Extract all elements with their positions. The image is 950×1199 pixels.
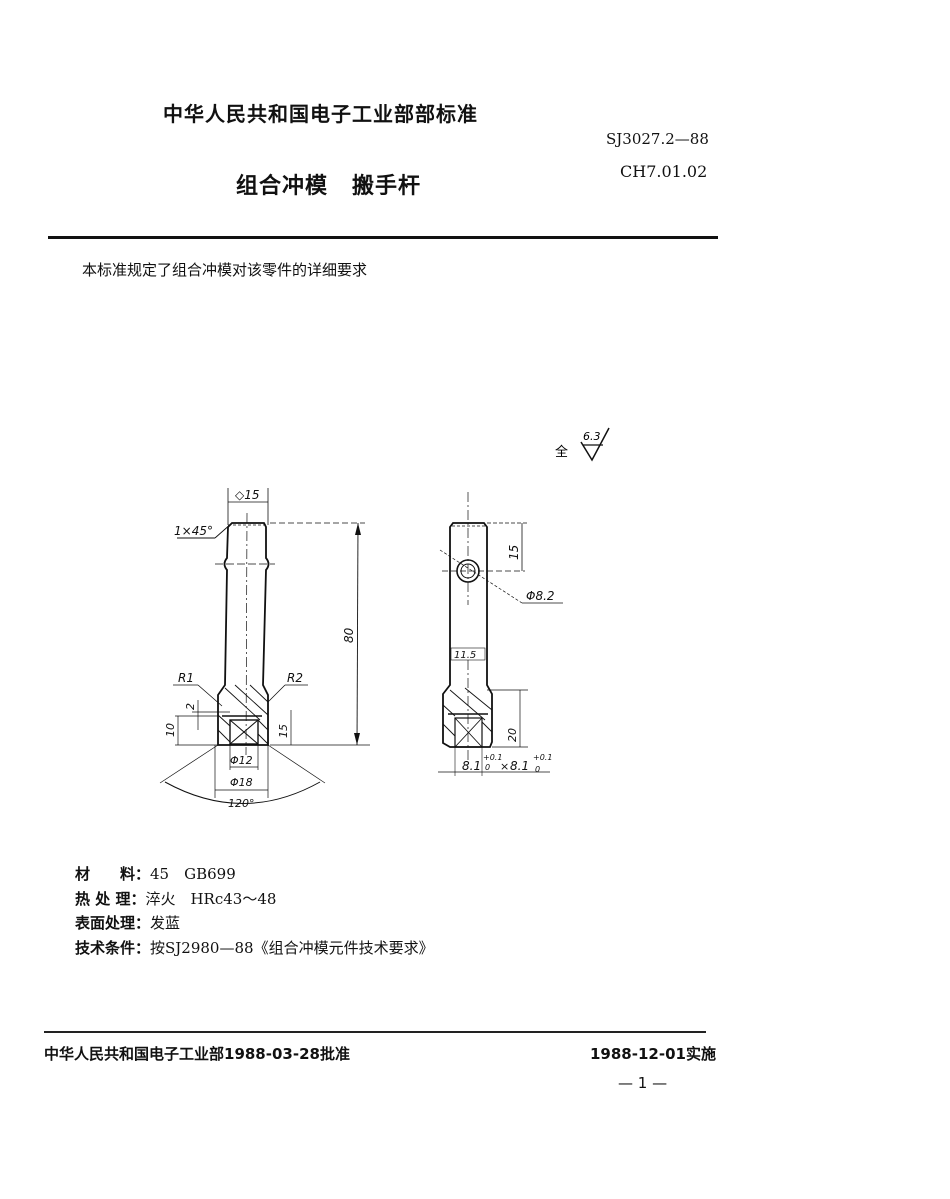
radius-right-label: R2 xyxy=(287,671,303,685)
radius-left-label: R1 xyxy=(178,671,194,685)
page-number: — 1 — xyxy=(618,1074,668,1092)
title-part1: 组合冲模 xyxy=(236,174,329,199)
spec-value: 45 GB699 xyxy=(150,865,236,883)
header-divider xyxy=(48,236,718,239)
spec-label: 热 处 理： xyxy=(75,889,146,908)
tolerance-upper-b: +0.1 xyxy=(533,753,552,762)
side-view: 15 Φ8.2 11.5 20 8.1 +0.1 0 × xyxy=(438,492,563,776)
part-code: CH7.01.02 xyxy=(620,162,708,181)
roughness-prefix: 全 xyxy=(555,444,568,460)
spec-value: 发蓝 xyxy=(150,914,181,932)
dim-2: 2 xyxy=(184,703,197,710)
diam-18: Φ18 xyxy=(230,776,253,789)
standard-number: SJ3027.2—88 xyxy=(606,130,709,148)
square-size-b: 8.1 xyxy=(510,759,529,773)
hole-diameter: Φ8.2 xyxy=(526,589,555,603)
spec-label: 技术条件： xyxy=(75,938,151,957)
footer-divider xyxy=(44,1031,706,1033)
spec-surface-treatment: 表面处理：发蓝 xyxy=(75,911,434,936)
spec-label: 表面处理： xyxy=(75,914,151,932)
spec-material: 材 料：45 GB699 xyxy=(75,862,434,887)
issuing-organization: 中华人民共和国电子工业部部标准 xyxy=(163,102,478,126)
diam-12: Φ12 xyxy=(230,754,253,767)
dim-10: 10 xyxy=(164,723,177,737)
dim-15: 15 xyxy=(277,724,290,738)
spec-value: 淬火 HRc43～48 xyxy=(145,889,277,908)
spec-technical-conditions: 技术条件：按SJ2980—88《组合冲模元件技术要求》 xyxy=(75,936,434,961)
roughness-value: 6.3 xyxy=(583,430,601,443)
surface-roughness-symbol: 全 6.3 xyxy=(555,427,610,462)
technical-drawing: ◇15 1×45° 80 xyxy=(159,488,563,810)
side-dim-15: 15 xyxy=(507,545,521,560)
spec-label: 材 料： xyxy=(75,865,151,883)
spec-value: 按SJ2980—88《组合冲模元件技术要求》 xyxy=(150,938,434,957)
dim-11-5: 11.5 xyxy=(454,650,476,661)
effective-date: 1988-12-01实施 xyxy=(590,1045,716,1063)
tolerance-lower-a: 0 xyxy=(485,763,490,772)
side-dim-20: 20 xyxy=(506,728,519,742)
chamfer-label: 1×45° xyxy=(174,524,213,538)
approval-statement: 中华人民共和国电子工业部1988-03-28批准 xyxy=(44,1045,350,1063)
tolerance-lower-b: 0 xyxy=(535,765,540,774)
svg-text:×: × xyxy=(500,760,509,773)
angle-label: 120° xyxy=(228,797,255,810)
dim-length: 80 xyxy=(342,627,356,643)
document-title: 组合冲模搬手杆 xyxy=(236,168,421,200)
tolerance-upper-a: +0.1 xyxy=(483,753,502,762)
square-size-a: 8.1 xyxy=(462,759,481,773)
dim-top-width: ◇15 xyxy=(235,488,260,502)
intro-text: 本标准规定了组合冲模对该零件的详细要求 xyxy=(82,261,368,279)
front-view: ◇15 1×45° 80 xyxy=(159,488,370,810)
title-part2: 搬手杆 xyxy=(352,174,422,199)
spec-heat-treatment: 热 处 理：淬火 HRc43～48 xyxy=(75,887,434,912)
specifications-list: 材 料：45 GB699 热 处 理：淬火 HRc43～48 表面处理：发蓝 技… xyxy=(75,862,434,960)
